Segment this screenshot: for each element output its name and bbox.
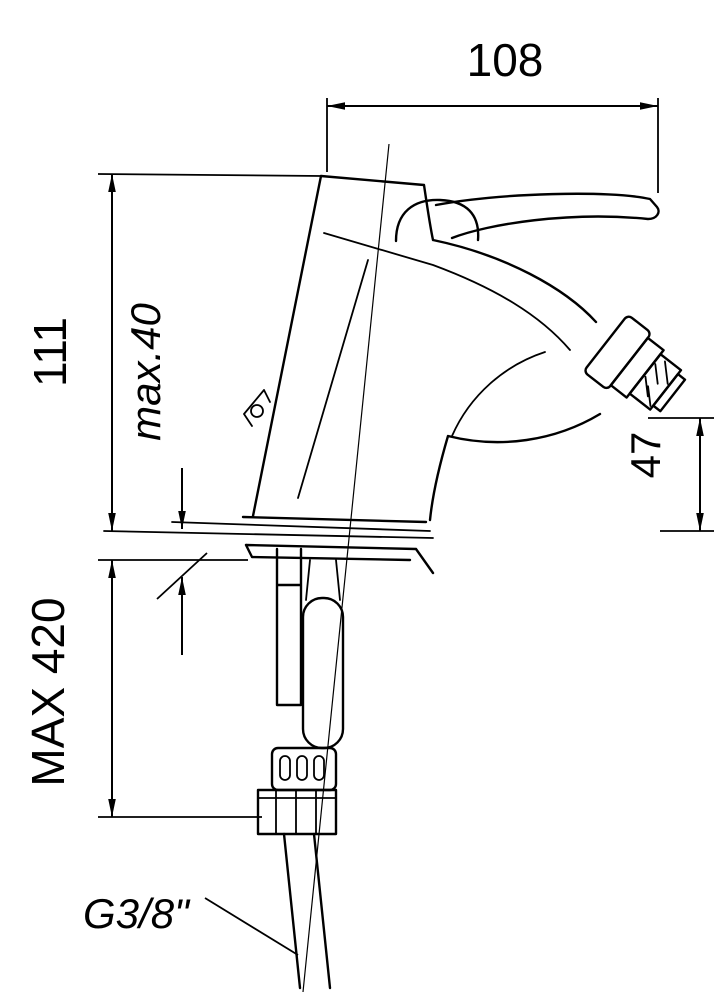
hose-nut-flats — [257, 789, 337, 835]
threaded-shank — [275, 547, 303, 707]
aerator-outlet — [584, 315, 687, 413]
ferrule-slot-3 — [313, 755, 325, 781]
hose-upper-capsule — [301, 596, 345, 750]
axis-centerline — [302, 143, 390, 993]
faucet-body-outline — [251, 174, 602, 522]
dimension-hose-length: MAX 420 — [22, 559, 262, 818]
aerator-hatching — [644, 360, 669, 407]
thread-leader-line — [204, 897, 299, 956]
internal-detail-lines — [297, 232, 571, 499]
hose-nut — [256, 788, 338, 836]
dim-label-111: 111 — [24, 317, 76, 387]
dim-111-extension-lines — [97, 173, 323, 177]
side-screw-bracket — [243, 389, 271, 427]
dimension-outlet-height: 47 — [622, 417, 714, 532]
dim-label-max420: MAX 420 — [22, 597, 74, 786]
dim-108-extension-lines — [326, 98, 659, 193]
aerator-endcap — [652, 372, 687, 413]
dimension-deck-thickness: max.40 — [122, 302, 208, 655]
ferrule-slot-1 — [279, 755, 291, 781]
dimension-body-height: 111 — [24, 173, 323, 531]
hose-crimp-ferrule — [270, 746, 338, 792]
hose-connector-lines — [305, 559, 341, 601]
thread-callout: G3/8" — [83, 890, 299, 956]
faucet-handle — [394, 192, 660, 243]
dim-label-108: 108 — [467, 34, 544, 86]
thread-label: G3/8" — [83, 890, 191, 937]
base-flange — [241, 515, 435, 575]
dim-label-47: 47 — [622, 432, 669, 479]
mounting-surface-lines — [103, 521, 434, 539]
ferrule-slot-2 — [296, 755, 308, 781]
dim-label-max40: max.40 — [122, 302, 169, 440]
dim-max420-extension-lines — [98, 559, 262, 818]
hose-tube — [282, 832, 332, 990]
side-screw-head — [250, 404, 264, 418]
dimension-top-width: 108 — [326, 34, 659, 193]
faucet-drawing — [103, 143, 687, 993]
